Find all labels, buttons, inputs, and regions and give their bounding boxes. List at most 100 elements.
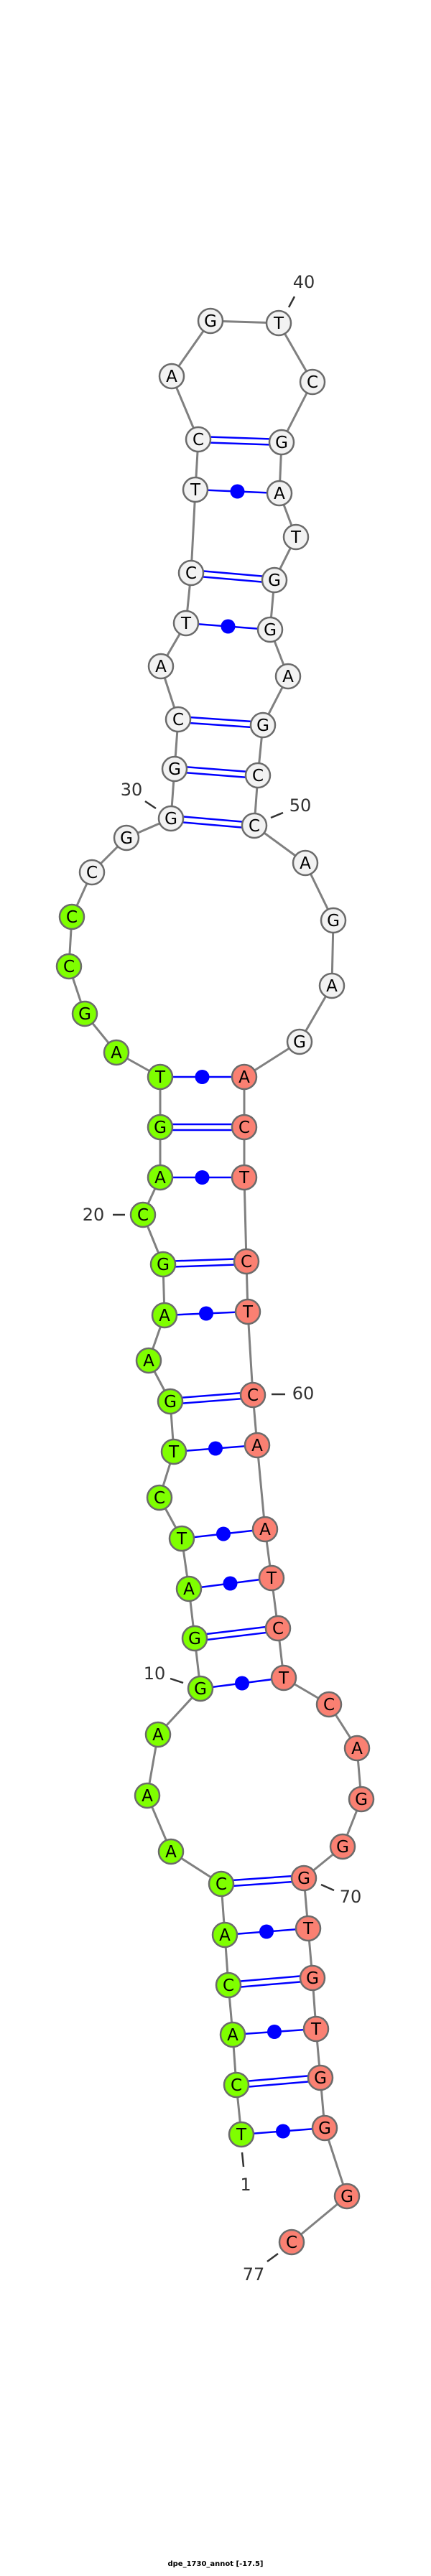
nucleotide-circle (71, 1000, 98, 1027)
nucleotide: C (78, 859, 106, 886)
nucleotide-circle (292, 849, 319, 877)
nucleotide: T (265, 309, 292, 337)
nucleotide-circle (147, 1063, 174, 1091)
nucleotide-circle (231, 1114, 258, 1141)
nucleotide: T (168, 1525, 195, 1552)
position-label: 40 (293, 272, 315, 292)
nucleotide-circle (270, 1664, 297, 1691)
nucleotide: C (208, 1870, 235, 1898)
wobble-pair-dot (267, 2025, 282, 2039)
nucleotide: C (215, 1971, 242, 1999)
nucleotide: C (241, 812, 268, 839)
nucleotide-circle (299, 368, 326, 396)
nucleotide: G (299, 1964, 326, 1992)
nucleotide: G (249, 711, 277, 739)
backbone-link (190, 489, 197, 574)
nucleotide: T (258, 1564, 285, 1592)
wobble-pair-dot (230, 484, 245, 499)
nucleotide-circle (147, 653, 175, 680)
nucleotide-circle (278, 2229, 305, 2256)
nucleotide: G (149, 1251, 177, 1278)
nucleotide-letter: T (242, 1303, 254, 1322)
nucleotide-letter: A (227, 2026, 238, 2045)
label-tick (267, 2252, 279, 2263)
gc-pair-line (236, 2073, 320, 2083)
gc-pair-line (221, 1874, 304, 1882)
nucleotide-letter: A (300, 854, 311, 873)
position-label: 20 (83, 1205, 105, 1225)
nucleotide-letter: C (223, 1977, 234, 1995)
nucleotide-letter: C (247, 1386, 259, 1405)
position-label: 77 (243, 2264, 265, 2285)
nucleotide-letter: C (63, 958, 75, 976)
gc-pair-line (170, 820, 254, 830)
nucleotide-letter: A (183, 1580, 195, 1599)
nucleotide-circle (299, 1964, 326, 1992)
label-tick (144, 800, 157, 810)
nucleotide: T (160, 1438, 187, 1465)
gc-pair-line (228, 1979, 313, 1989)
wobble-pair-dot (195, 1170, 210, 1185)
nucleotide-circle (231, 1063, 258, 1091)
nucleotide-circle (244, 1432, 271, 1459)
nucleotide: A (157, 1838, 185, 1865)
nucleotide-circle (258, 1564, 285, 1592)
gc-pair-line (228, 1974, 312, 1984)
nucleotide: C (299, 368, 326, 396)
nucleotide-circle (157, 805, 185, 832)
nucleotide-letter: C (172, 711, 184, 729)
nucleotide: G (286, 1028, 313, 1055)
gc-pair-line (198, 441, 282, 447)
nucleotide-circle (307, 2064, 334, 2091)
nucleotide: G (161, 755, 188, 783)
gc-pair-line (194, 1624, 278, 1637)
nucleotide-letter: C (252, 767, 264, 785)
wobble-pair-dot (235, 1676, 249, 1691)
nucleotide-circle (315, 1691, 343, 1718)
nucleotide: A (147, 1164, 174, 1191)
nucleotide-letter: T (190, 481, 201, 500)
nucleotide: G (181, 1625, 208, 1652)
nucleotide-letter: C (193, 431, 204, 449)
wobble-pair-dot (276, 2124, 290, 2139)
nucleotide-letter: C (272, 1620, 284, 1638)
nucleotide: A (274, 663, 302, 690)
nucleotide-letter: T (238, 1169, 250, 1187)
nucleotide-letter: A (259, 1521, 271, 1539)
nucleotide: G (333, 2183, 361, 2210)
nucleotide-circle (274, 663, 302, 690)
nucleotide: G (268, 429, 295, 456)
nucleotide: G (71, 1000, 98, 1027)
nucleotide-letter: T (154, 1068, 166, 1087)
nucleotide: A (244, 1432, 271, 1459)
nucleotide-circle (172, 610, 200, 637)
nucleotide: C (233, 1248, 260, 1275)
nucleotide-letter: G (297, 1870, 310, 1888)
nucleotide-letter: C (241, 1253, 252, 1271)
position-label: 30 (121, 780, 143, 800)
nucleotide-circle (249, 711, 277, 739)
nucleotide: T (282, 523, 310, 551)
gc-pair-line (236, 2079, 321, 2089)
nucleotide: T (182, 476, 209, 503)
nucleotide: C (129, 1201, 157, 1228)
nucleotide: A (144, 1721, 172, 1748)
nucleotide-letter: A (159, 1307, 170, 1325)
nucleotide-circle (261, 566, 288, 594)
nucleotide-letter: G (268, 571, 281, 590)
nucleotide-letter: G (340, 2188, 353, 2206)
nucleotide-circle (147, 1164, 174, 1191)
nucleotide-circle (320, 907, 347, 934)
nucleotide-circle (265, 309, 292, 337)
nucleotide-circle (239, 1381, 267, 1409)
nucleotide-letter: G (164, 1393, 177, 1411)
nucleotide-letter: C (323, 1696, 335, 1714)
nucleotide: C (244, 762, 272, 789)
nucleotide-circle (233, 1248, 260, 1275)
nucleotide-letter: C (137, 1206, 149, 1225)
nucleotide: G (187, 1675, 214, 1702)
nucleotide: T (302, 2015, 330, 2043)
nucleotide-circle (55, 953, 83, 980)
